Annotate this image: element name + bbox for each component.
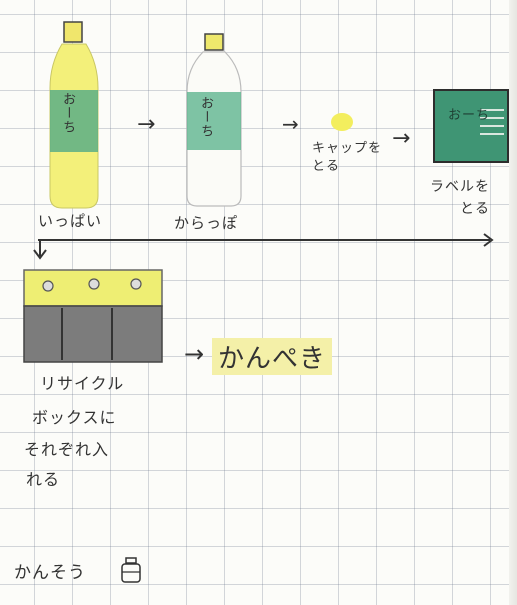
arrow-icon: → <box>392 126 412 151</box>
full-bottle-drawing <box>49 21 99 209</box>
empty-bottle-drawing <box>186 33 242 207</box>
full-bottle-label-text: おーち <box>60 92 75 134</box>
recycle-box-drawing <box>23 269 163 363</box>
step-3-label: キャップを とる <box>312 141 383 174</box>
footer-note: かんそう <box>14 563 86 583</box>
arrow-icon: → <box>282 112 300 136</box>
arrow-icon: → <box>184 340 206 368</box>
step-4-label: ラベルを とる <box>430 179 490 217</box>
step-1-label: いっぱい <box>38 212 103 230</box>
recycle-instruction-line-4: れる <box>26 470 61 489</box>
removed-label-text: おーち <box>448 108 491 123</box>
arrow-icon: → <box>137 112 157 137</box>
removed-label-drawing <box>433 89 509 163</box>
connector-arrow <box>33 233 494 260</box>
recycle-instruction-line-2: ボックスに <box>32 408 117 427</box>
recycle-instruction-line-3: それぞれ入 <box>24 440 110 459</box>
step-2-label: からっぽ <box>174 214 239 232</box>
bottle-cap-drawing <box>331 113 353 131</box>
recycle-instruction-line-1: リサイクル <box>40 374 125 393</box>
empty-bottle-label-text: おーち <box>198 96 213 138</box>
result-text: かんぺき <box>212 338 333 375</box>
page-edge <box>509 0 517 605</box>
bottle-icon <box>121 557 141 583</box>
